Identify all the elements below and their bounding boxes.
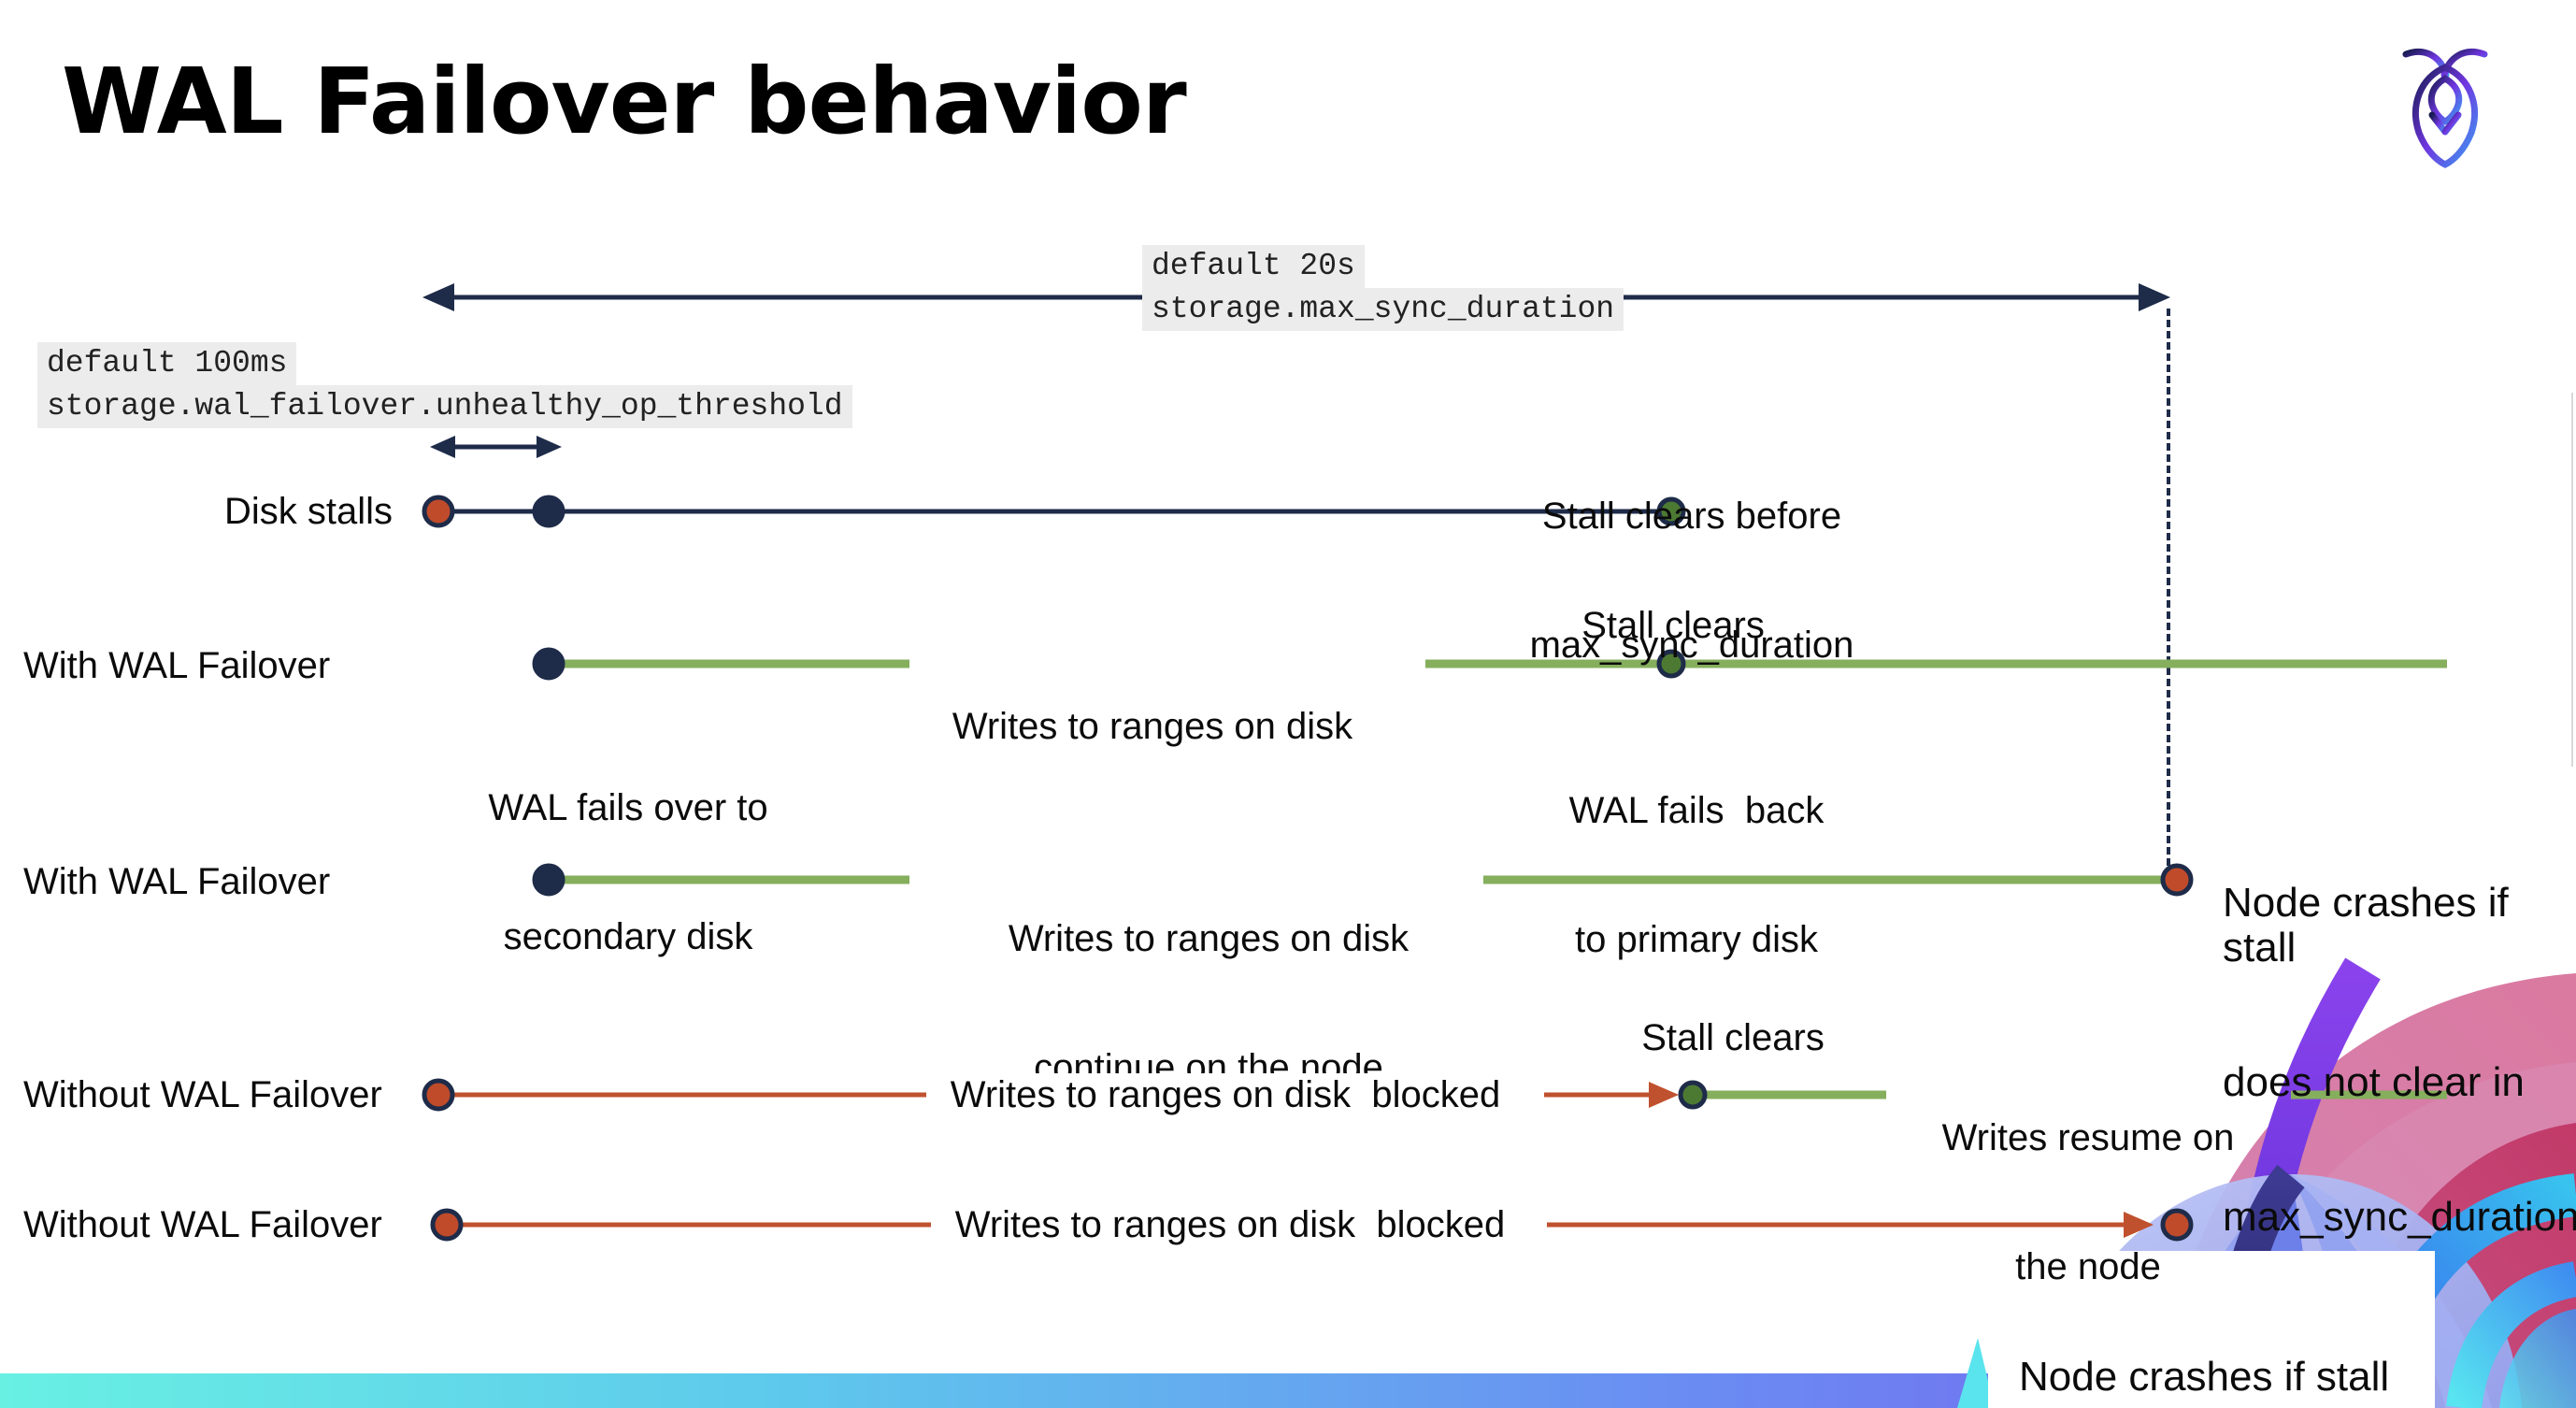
cockroachdb-logo-icon	[2402, 49, 2488, 168]
stall-start-dot	[430, 1208, 464, 1242]
unhealthy-op-default-value: default 100ms	[37, 342, 297, 385]
page-title: WAL Failover behavior	[62, 49, 1187, 154]
stall-start-dot	[422, 1078, 455, 1112]
row5-red-line-b	[1547, 1222, 2125, 1228]
row-label-without-wal-failover-1: Without WAL Failover	[23, 1074, 382, 1115]
row-label-with-wal-failover-1: With WAL Failover	[23, 645, 331, 686]
wal-fails-back-annotation: WAL fails back to primary disk	[1568, 790, 1825, 960]
failover-dot	[532, 647, 565, 681]
row2-green-line-a	[561, 875, 979, 884]
row1-green-line-b	[1425, 659, 2447, 668]
stall-clears-dot	[1678, 1080, 1708, 1110]
stall-start-dot	[422, 495, 455, 528]
row4-red-line-a	[447, 1092, 939, 1098]
threshold-dot	[532, 495, 565, 528]
max-sync-deadline-dashed-line	[2167, 309, 2170, 866]
disk-stall-timeline	[438, 509, 1671, 514]
max-sync-setting-name: storage.max_sync_duration	[1142, 288, 1624, 331]
row4-blocked-annotation: Writes to ranges on disk blocked	[926, 1073, 1524, 1116]
stall-clears-dot	[1656, 496, 1686, 526]
red-arrowhead-icon	[1649, 1082, 1679, 1108]
row-label-without-wal-failover-2: Without WAL Failover	[23, 1204, 382, 1245]
node-crash-dot	[2160, 1208, 2194, 1242]
row4-green-line-a	[1707, 1090, 1886, 1099]
red-arrowhead-icon	[2124, 1212, 2154, 1238]
unhealthy-op-setting-name: storage.wal_failover.unhealthy_op_thresh…	[37, 385, 852, 428]
threshold-arrow-line	[449, 444, 538, 450]
row5-red-line-a	[455, 1222, 942, 1228]
row4-stall-clears-annotation: Stall clears	[1641, 1017, 1825, 1058]
max-sync-default-value: default 20s	[1142, 245, 1365, 288]
row2-writes-annotation: Writes to ranges on disk continue on the…	[966, 831, 1452, 1175]
right-edge-artifact-line	[2571, 393, 2573, 767]
arrowhead-left-icon	[422, 283, 454, 311]
row4-red-line-b	[1544, 1092, 1651, 1098]
row4-green-line-b	[2291, 1090, 2447, 1099]
row1-stall-clears-annotation: Stall clears	[1581, 605, 1765, 646]
arrowhead-right-icon	[537, 436, 562, 458]
unhealthy-op-threshold-label: default 100ms storage.wal_failover.unhea…	[37, 342, 852, 428]
caption-background-box	[1988, 1251, 2435, 1408]
wal-fails-over-annotation: WAL fails over to secondary disk	[488, 787, 768, 957]
row5-blocked-annotation: Writes to ranges on disk blocked	[931, 1203, 1529, 1246]
writes-resume-annotation: Writes resume on the node	[1941, 1117, 2235, 1287]
arrowhead-right-icon	[2139, 283, 2170, 311]
node-crashes-mid-annotation: Node crashes if stall does not clear in …	[2223, 880, 2576, 1240]
node-crashes-bottom-annotation: Node crashes if stall does not clear in …	[2019, 1354, 2390, 1400]
stall-clears-dot	[1656, 649, 1686, 679]
row2-green-line-b	[1483, 875, 2173, 884]
node-crash-dot	[2160, 863, 2194, 897]
arrowhead-left-icon	[430, 436, 455, 458]
row1-green-line-a	[561, 659, 921, 668]
stall-clears-before-annotation: Stall clears before max_sync_duration	[1529, 496, 1854, 666]
max-sync-duration-label: default 20s storage.max_sync_duration	[1142, 245, 1624, 331]
failover-dot	[532, 863, 565, 897]
row-label-with-wal-failover-2: With WAL Failover	[23, 861, 331, 902]
row-label-disk-stalls: Disk stalls	[223, 491, 393, 532]
